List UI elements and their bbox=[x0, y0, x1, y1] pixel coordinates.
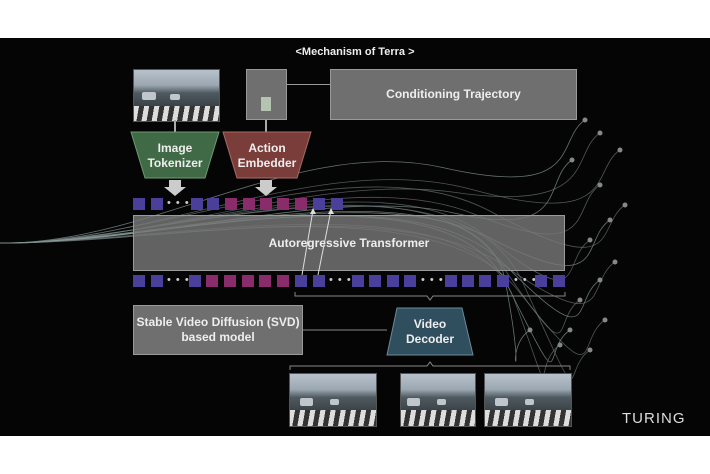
token bbox=[404, 275, 416, 287]
token bbox=[224, 275, 236, 287]
action-icon bbox=[261, 97, 271, 111]
trajectory-endpoint bbox=[569, 157, 575, 163]
ellipsis: • • • bbox=[167, 274, 190, 286]
ellipsis: • • • bbox=[421, 274, 444, 286]
token bbox=[189, 275, 201, 287]
ellipsis: • • • bbox=[167, 197, 190, 209]
token bbox=[207, 198, 219, 210]
trajectory-endpoint bbox=[617, 147, 623, 153]
token bbox=[295, 198, 307, 210]
trajectory-endpoint bbox=[597, 182, 603, 188]
token bbox=[497, 275, 509, 287]
token bbox=[479, 275, 491, 287]
token bbox=[553, 275, 565, 287]
token bbox=[191, 198, 203, 210]
trajectory-endpoint bbox=[597, 277, 603, 283]
trajectory-endpoint bbox=[582, 117, 588, 123]
action-embedder-shape bbox=[222, 131, 312, 179]
token bbox=[295, 275, 307, 287]
token bbox=[277, 198, 289, 210]
trajectory-curve bbox=[0, 119, 586, 244]
token bbox=[206, 275, 218, 287]
output-frame-3 bbox=[484, 373, 572, 427]
token bbox=[243, 198, 255, 210]
conditioning-trajectory-box: Conditioning Trajectory bbox=[330, 69, 577, 120]
trajectory-endpoint bbox=[607, 217, 613, 223]
video-decoder-shape bbox=[386, 307, 474, 356]
trajectory-endpoint bbox=[587, 347, 593, 353]
trajectory-endpoint bbox=[602, 317, 608, 323]
ellipsis: • • • bbox=[329, 274, 352, 286]
arrow-down-icon bbox=[164, 180, 186, 196]
input-image bbox=[133, 69, 220, 122]
trajectory-endpoint bbox=[612, 259, 618, 265]
token bbox=[151, 198, 163, 210]
ellipsis: • • • bbox=[514, 274, 537, 286]
action-input-box bbox=[246, 69, 287, 120]
token bbox=[151, 275, 163, 287]
token bbox=[387, 275, 399, 287]
trajectory-endpoint bbox=[567, 327, 573, 333]
token bbox=[242, 275, 254, 287]
token bbox=[369, 275, 381, 287]
token bbox=[259, 275, 271, 287]
token bbox=[535, 275, 547, 287]
bracket bbox=[294, 292, 566, 301]
token bbox=[331, 198, 343, 210]
connector-line bbox=[174, 120, 176, 132]
token bbox=[313, 198, 325, 210]
trajectory-endpoint bbox=[622, 202, 628, 208]
output-frame-2 bbox=[400, 373, 476, 427]
image-tokenizer-shape bbox=[130, 131, 220, 179]
output-frame-1 bbox=[289, 373, 377, 427]
bracket bbox=[289, 361, 571, 370]
connector-line bbox=[265, 120, 267, 132]
trajectory-curve bbox=[0, 186, 626, 248]
connector-line bbox=[287, 84, 330, 85]
svd-model-box: Stable Video Diffusion (SVD)based model bbox=[133, 305, 303, 355]
token bbox=[133, 275, 145, 287]
token bbox=[352, 275, 364, 287]
token bbox=[277, 275, 289, 287]
diagram-title: <Mechanism of Terra > bbox=[295, 46, 415, 58]
trajectory-endpoint bbox=[527, 327, 533, 333]
arrow-down-icon bbox=[255, 180, 277, 196]
turing-logo: TURING bbox=[622, 410, 686, 427]
trajectory-endpoint bbox=[597, 130, 603, 136]
token bbox=[445, 275, 457, 287]
token bbox=[225, 198, 237, 210]
token bbox=[260, 198, 272, 210]
token bbox=[462, 275, 474, 287]
autoregressive-transformer-box: Autoregressive Transformer bbox=[133, 215, 565, 271]
token bbox=[133, 198, 145, 210]
trajectory-endpoint bbox=[587, 237, 593, 243]
trajectory-endpoint bbox=[577, 297, 583, 303]
trajectory-endpoint bbox=[557, 342, 563, 348]
token bbox=[313, 275, 325, 287]
